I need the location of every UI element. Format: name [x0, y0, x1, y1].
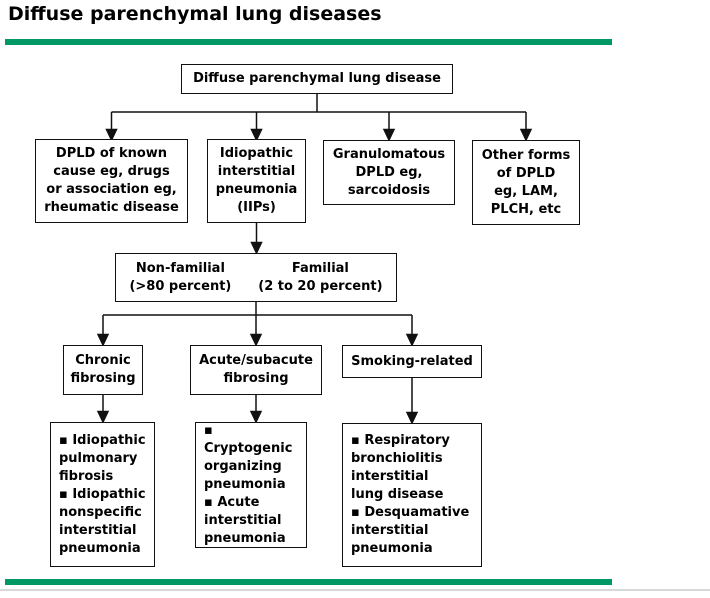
- node-smoking-related-diagnoses: ▪ Respiratory bronchiolitis interstitial…: [342, 423, 482, 567]
- node-chronic-fibrosing-diagnoses: ▪ Idiopathic pulmonary fibrosis ▪ Idiopa…: [50, 422, 155, 567]
- node-acute-subacute-diagnoses: ▪ Cryptogenic organizing pneumonia ▪ Acu…: [195, 422, 307, 548]
- familial-label: Familial (2 to 20 percent): [258, 260, 383, 294]
- node-chronic-fibrosing: Chronic fibrosing: [63, 345, 143, 395]
- node-acute-subacute-fibrosing: Acute/subacute fibrosing: [190, 345, 322, 395]
- node-other-forms-dpld: Other forms of DPLD eg, LAM, PLCH, etc: [472, 140, 580, 225]
- node-familial-split: Non-familial (>80 percent) Familial (2 t…: [115, 253, 397, 302]
- node-dpld-known-cause: DPLD of known cause eg, drugs or associa…: [35, 139, 188, 223]
- top-accent-bar: [5, 39, 612, 45]
- non-familial-label: Non-familial (>80 percent): [129, 260, 232, 294]
- node-granulomatous-dpld: Granulomatous DPLD eg, sarcoidosis: [323, 140, 455, 205]
- node-root: Diffuse parenchymal lung disease: [181, 64, 453, 94]
- node-smoking-related: Smoking-related: [342, 345, 482, 378]
- bottom-accent-bar: [5, 579, 612, 585]
- node-idiopathic-interstitial-pneumonia: Idiopathic interstitial pneumonia (IIPs): [207, 139, 306, 223]
- footer-divider: [0, 589, 710, 591]
- page-title: Diffuse parenchymal lung diseases: [8, 3, 382, 25]
